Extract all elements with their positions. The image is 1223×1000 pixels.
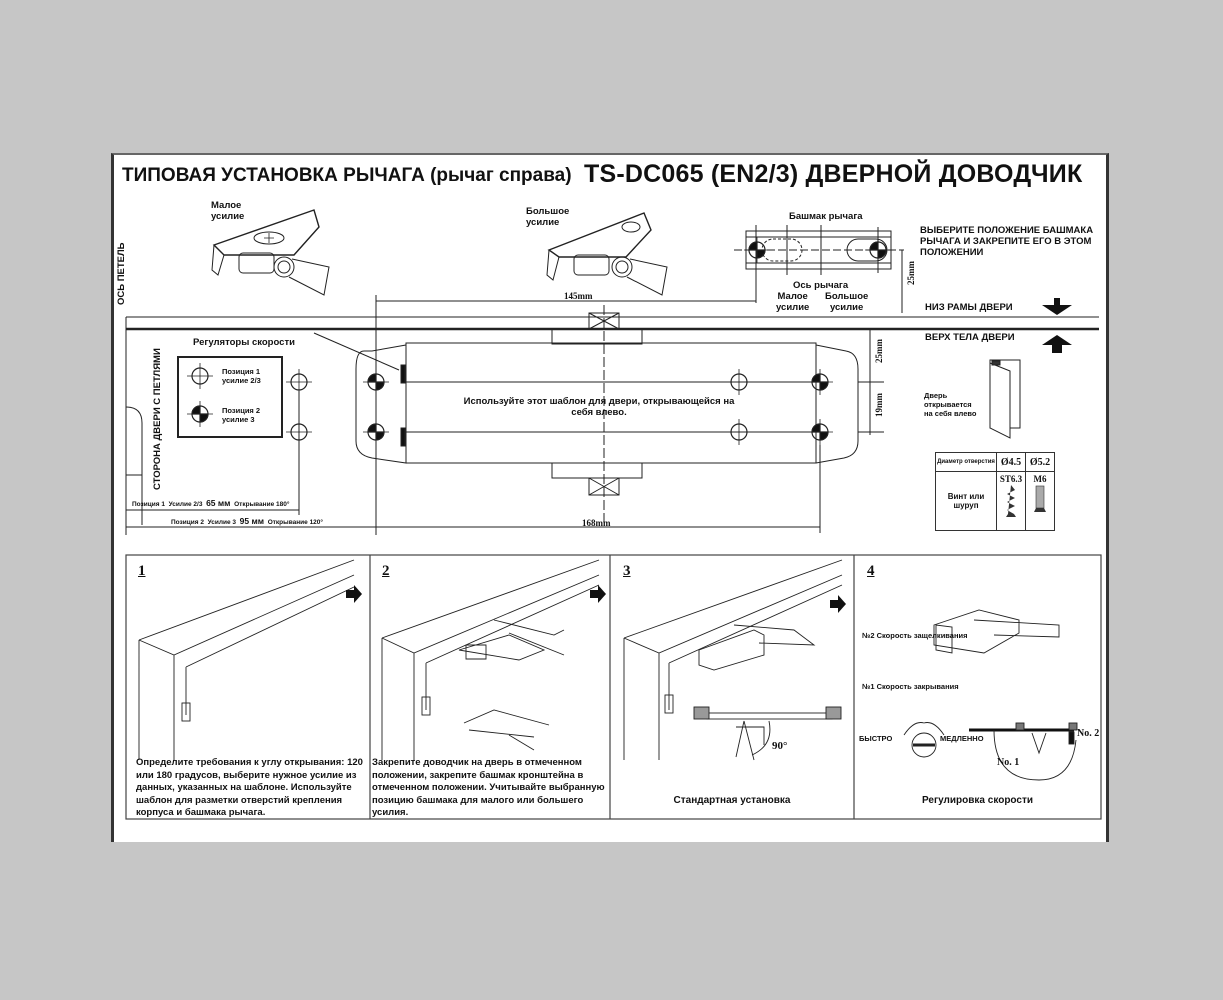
hole-p2-upper-crosshair-icon — [363, 369, 389, 395]
body-hole-lower-crosshair-icon — [726, 419, 752, 445]
product-title: TS-DC065 (EN2/3) ДВЕРНОЙ ДОВОДЧИК — [584, 160, 1083, 188]
screw-m6-cell: M6 — [1025, 471, 1055, 531]
arrow-up-icon — [1042, 335, 1072, 353]
closing-speed-label: №1 Скорость закрывания — [862, 682, 959, 691]
shoe-high-force-label: Большое усилие — [825, 291, 869, 313]
speed-regulators-label: Регуляторы скорости — [193, 337, 295, 348]
template-drawing — [125, 209, 1102, 820]
door-top-label: ВЕРХ ТЕЛА ДВЕРИ — [925, 332, 1015, 343]
dimension-25mm: 25mm — [874, 339, 884, 363]
screw-st63-label: ST6.3 — [999, 474, 1023, 484]
hole-diameter-header: Диаметр отверстия — [935, 452, 997, 472]
position-2-spec: Позиция 2 Усилие 3 95 мм Открывание 120° — [171, 516, 323, 526]
lever-arm-high-force-illustration — [546, 212, 668, 296]
low-force-label: Малое усилие — [211, 200, 245, 222]
position-1-force: Усилие 2/3 — [168, 501, 203, 508]
template-usage-note: Используйте этот шаблон для двери, откры… — [463, 396, 735, 418]
diameter-5-2: Ø5.2 — [1025, 452, 1055, 472]
screw-header: Винт или шуруп — [935, 471, 997, 531]
dimension-25mm-shoe: 25mm — [906, 261, 916, 285]
hinge-side-label: СТОРОНА ДВЕРИ С ПЕТЛЯМИ — [152, 348, 163, 490]
body-end-hole-lower-crosshair-icon — [807, 419, 833, 445]
position-2-force: Усилие 3 — [207, 519, 237, 526]
step-3-number: 3 — [623, 563, 631, 579]
lever-shoe-drawing — [734, 225, 904, 303]
dimension-168mm: 168mm — [582, 518, 611, 528]
legend-position-1: Позиция 1 усилие 2/3 — [222, 367, 261, 385]
page-title-left: ТИПОВАЯ УСТАНОВКА РЫЧАГА (рычаг справа) — [122, 165, 572, 186]
door-opening-left-icon — [989, 359, 1021, 439]
high-force-label: Большое усилие — [526, 206, 570, 228]
position-2-opening: Открывание 120° — [267, 519, 324, 526]
no2-label: No. 2 — [1077, 728, 1100, 739]
step-2-caption: Закрепите доводчик на дверь в отмеченном… — [372, 757, 605, 818]
legend-position-1-marker-crosshair-icon — [187, 363, 213, 389]
hole-p2-lower-crosshair-icon — [363, 419, 389, 445]
legend-position-2: Позиция 2 усилие 3 — [222, 406, 261, 424]
step-3-angle-label: 90° — [772, 740, 788, 752]
lever-shoe-label: Башмак рычага — [789, 211, 863, 222]
screw-spec-table: Диаметр отверстия Ø4.5 Ø5.2 Винт или шур… — [935, 452, 1055, 531]
body-hole-upper-crosshair-icon — [726, 369, 752, 395]
screw-st63-cell: ST6.3 — [996, 471, 1026, 531]
wood-screw-icon — [1006, 485, 1016, 517]
step-3-next-arrow-icon — [830, 595, 846, 613]
step-1-caption: Определите требования к углу открывания:… — [136, 757, 363, 818]
step-4-caption: Регулировка скорости — [921, 795, 1034, 806]
dimension-19mm: 19mm — [874, 393, 884, 417]
hinge-axis-label: ОСЬ ПЕТЕЛЬ — [116, 242, 127, 305]
closer-body-outline — [313, 305, 859, 525]
position-1-spec: Позиция 1 Усилие 2/3 65 мм Открывание 18… — [132, 498, 289, 508]
screw-m6-label: M6 — [1033, 474, 1047, 484]
legend-position-2-marker-crosshair-icon — [187, 401, 213, 427]
step-3-caption: Стандартная установка — [673, 795, 791, 806]
slow-label: МЕДЛЕННО — [940, 734, 984, 743]
dimension-145mm: 145mm — [564, 291, 593, 301]
arrow-down-icon — [1042, 298, 1072, 315]
frame-bottom-label: НИЗ РАМЫ ДВЕРИ — [925, 302, 1013, 313]
shoe-instruction: ВЫБЕРИТЕ ПОЛОЖЕНИЕ БАШМАКА РЫЧАГА И ЗАКР… — [920, 225, 1094, 258]
step-1-next-arrow-icon — [346, 585, 362, 603]
hole-p1-lower-crosshair-icon — [286, 419, 312, 445]
no1-label: No. 1 — [997, 757, 1020, 768]
diameter-4-5: Ø4.5 — [996, 452, 1026, 472]
position-1-label: Позиция 1 — [132, 501, 165, 508]
shoe-hole-low-crosshair-icon — [744, 237, 770, 263]
hole-p1-upper-crosshair-icon — [286, 369, 312, 395]
door-opens-left-caption: Дверь открывается на себя влево — [924, 391, 977, 418]
position-2-label: Позиция 2 — [171, 519, 204, 526]
step-1-number: 1 — [138, 563, 146, 579]
shoe-hole-high-crosshair-icon — [865, 237, 891, 263]
lever-axis-label: Ось рычага — [793, 280, 849, 291]
position-1-opening: Открывание 180° — [234, 501, 290, 508]
position-1-distance: 65 мм — [206, 498, 231, 508]
shoe-low-force-label: Малое усилие — [776, 291, 810, 313]
latch-speed-label: №2 Скорость защелкивания — [862, 631, 968, 640]
body-end-hole-upper-crosshair-icon — [807, 369, 833, 395]
position-2-distance: 95 мм — [239, 516, 265, 526]
lever-arm-low-force-illustration — [211, 209, 330, 296]
step-2-number: 2 — [382, 563, 390, 579]
installation-template-sheet: ТИПОВАЯ УСТАНОВКА РЫЧАГА (рычаг справа) … — [111, 153, 1109, 842]
fast-label: БЫСТРО — [859, 734, 893, 743]
machine-screw-icon — [1034, 485, 1046, 512]
step-4-number: 4 — [867, 563, 875, 579]
step-2-next-arrow-icon — [590, 585, 606, 603]
